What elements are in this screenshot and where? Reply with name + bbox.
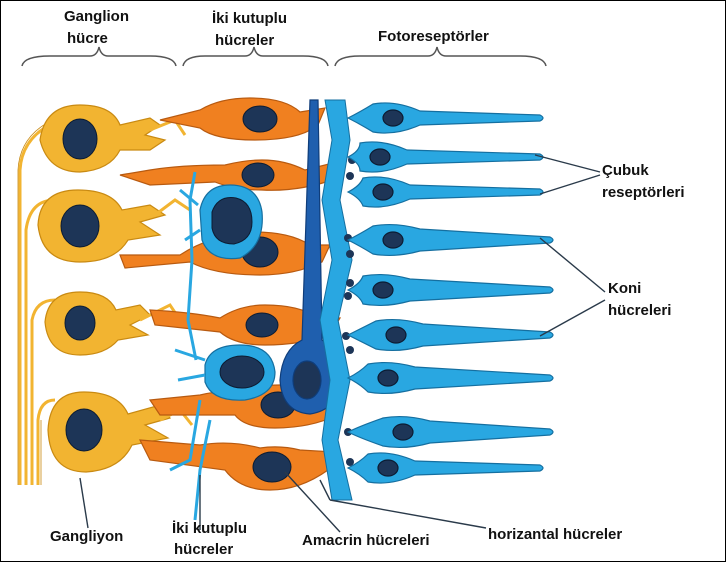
rod-receptor (348, 103, 543, 133)
photoreceptor-nucleus (373, 184, 393, 200)
photoreceptors (348, 103, 553, 483)
photoreceptor-nucleus (373, 282, 393, 298)
header-photoreceptors: Fotoreseptörler (378, 28, 489, 46)
header-bipolar-line2: hücreler (215, 32, 274, 50)
photoreceptor-nucleus (393, 424, 413, 440)
header-bipolar-line1: İki kutuplu (212, 10, 287, 28)
label-gangliyon: Gangliyon (50, 528, 123, 546)
ganglion-cell-1 (40, 105, 165, 172)
synaptic-pedicles (342, 156, 356, 466)
photoreceptor-nucleus (383, 232, 403, 248)
cone-cell (348, 320, 553, 351)
label-koni-line1: Koni (608, 280, 641, 298)
rod-receptor (348, 453, 543, 483)
brace-photoreceptor (335, 47, 546, 66)
photoreceptor-nucleus (370, 149, 390, 165)
label-amacrin: Amacrin hücreleri (302, 532, 430, 550)
label-bipolar-bottom-line1: İki kutuplu (172, 520, 247, 538)
cone-cell (348, 417, 553, 448)
photoreceptor-nucleus (378, 460, 398, 476)
header-ganglion-line1: Ganglion (64, 8, 129, 26)
label-horizontal: horizantal hücreler (488, 526, 622, 544)
label-cubuk-line2: reseptörleri (602, 184, 685, 202)
photoreceptor-nucleus (378, 370, 398, 386)
outer-plexiform (320, 100, 352, 500)
ganglion-cells (38, 105, 170, 472)
brace-ganglion (22, 47, 176, 66)
header-ganglion-line2: hücre (67, 30, 108, 48)
photoreceptor-nucleus (386, 327, 406, 343)
label-cubuk-line1: Çubuk (602, 162, 649, 180)
ganglion-cell-3 (45, 292, 150, 355)
ganglion-cell-2 (38, 190, 165, 262)
label-bipolar-bottom-line2: hücreler (174, 541, 233, 559)
bipolar-cell-6 (140, 440, 335, 490)
photoreceptor-nucleus (383, 110, 403, 126)
cone-cell (348, 225, 553, 256)
label-koni-line2: hücreleri (608, 302, 671, 320)
